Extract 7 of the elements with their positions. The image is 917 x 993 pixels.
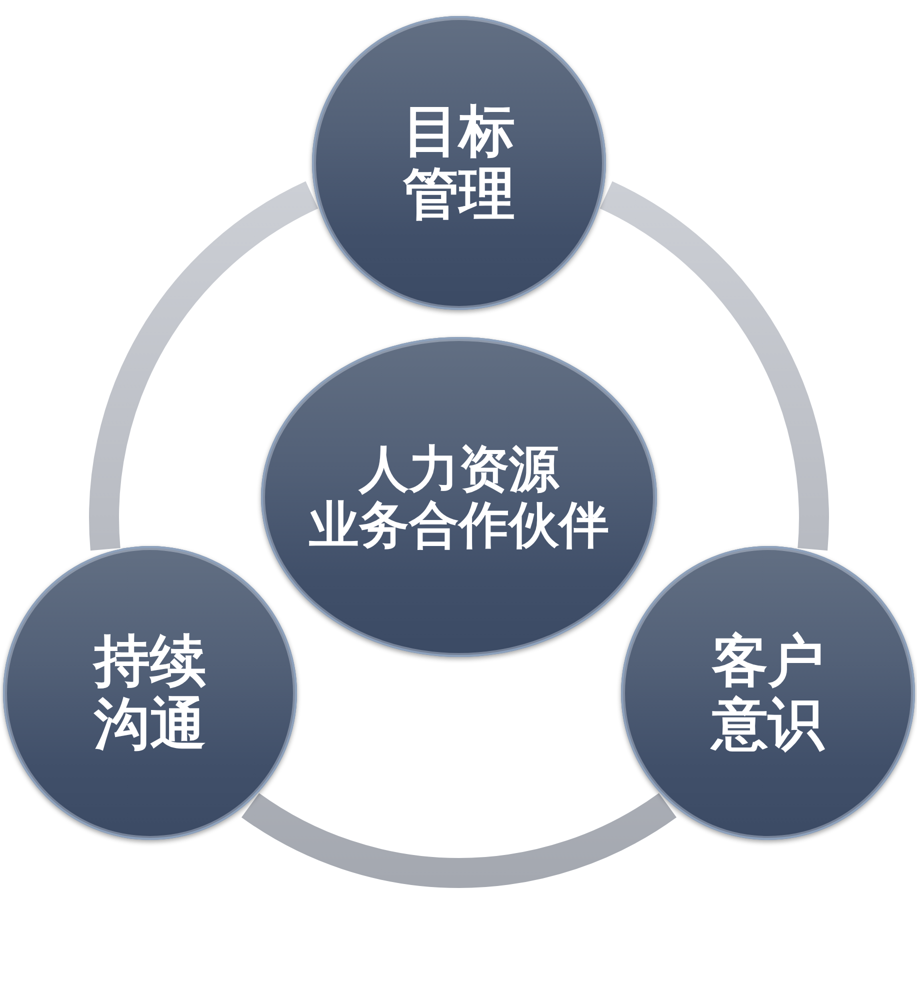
node-label: 人力资源业务合作伙伴 bbox=[309, 440, 609, 554]
node-label: 持续沟通 bbox=[92, 630, 207, 756]
ring-arc bbox=[89, 182, 319, 550]
node-label: 目标管理 bbox=[402, 100, 516, 226]
ring-arc bbox=[599, 182, 829, 550]
node-label: 客户意识 bbox=[709, 630, 826, 756]
ring-arc bbox=[242, 792, 676, 888]
